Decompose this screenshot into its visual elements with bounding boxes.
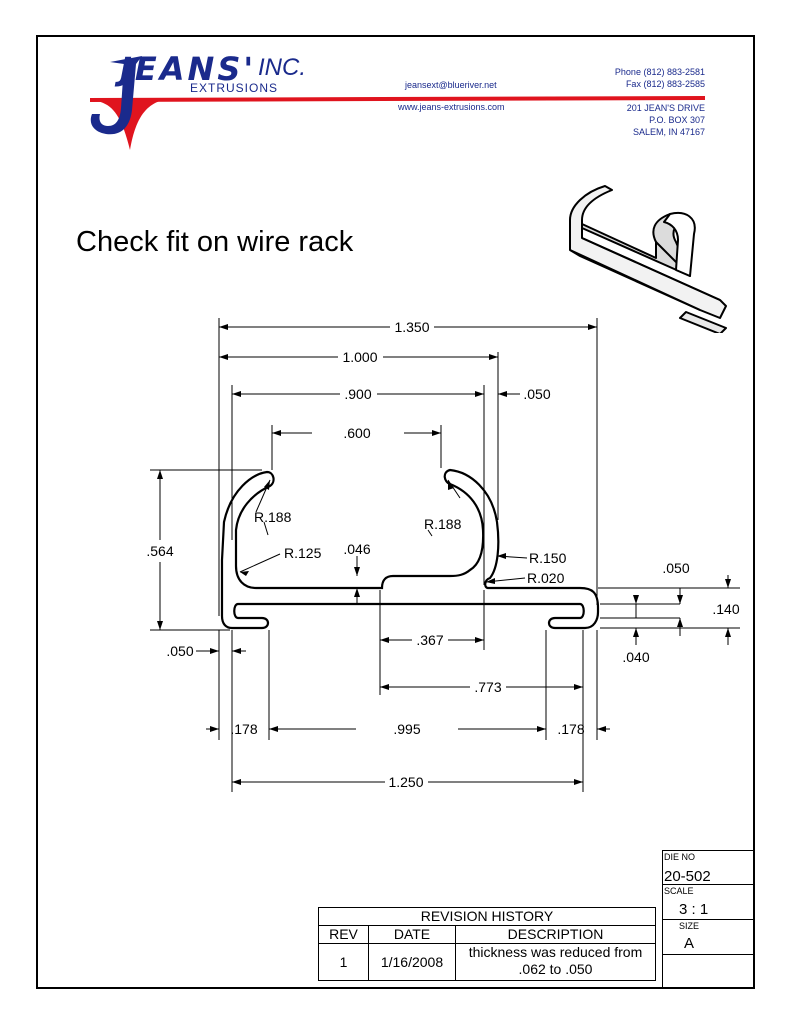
company-email[interactable]: jeansext@blueriver.net (405, 80, 497, 90)
isometric-view (569, 185, 727, 333)
row-description-line2: .062 to .050 (518, 961, 593, 977)
die-no-label: DIE NO (664, 852, 696, 862)
company-fax: Fax (812) 883-2585 (625, 79, 705, 89)
dim-r150: R.150 (529, 550, 567, 566)
dim-050-right: .050 (662, 560, 689, 576)
dim-1250: 1.250 (388, 774, 423, 790)
revision-history-title: REVISION HISTORY (420, 908, 554, 924)
dim-r188-right: R.188 (424, 516, 462, 532)
dim-050-top: .050 (523, 386, 550, 402)
empty-cell (662, 954, 755, 989)
dim-1350: 1.350 (394, 319, 429, 335)
company-suffix: INC. (258, 54, 306, 81)
dim-367: .367 (416, 632, 443, 648)
size-cell (662, 919, 755, 955)
company-phone: Phone (812) 883-2581 (614, 67, 705, 77)
logo-j-letter (90, 56, 142, 135)
dim-178-left: .178 (230, 721, 257, 737)
scale-label: SCALE (664, 886, 694, 896)
dim-900: .900 (344, 386, 371, 402)
dim-178-right: .178 (557, 721, 584, 737)
dim-1000: 1.000 (342, 349, 377, 365)
drawing-border (36, 35, 755, 989)
row-rev: 1 (339, 954, 348, 970)
row-description-line1: thickness was reduced from (468, 944, 643, 960)
profile-outline (220, 468, 600, 630)
dim-046: .046 (343, 541, 370, 557)
company-address-line3: SALEM, IN 47167 (632, 127, 705, 137)
drawing-note: Check fit on wire rack (76, 226, 354, 258)
dim-040: .040 (622, 649, 649, 665)
dim-600: .600 (343, 425, 370, 441)
company-address-line2: P.O. BOX 307 (649, 115, 705, 125)
company-website[interactable]: www.jeans-extrusions.com (398, 102, 505, 112)
dim-r020: R.020 (527, 570, 565, 586)
dim-140: .140 (712, 601, 739, 617)
size-label: SIZE (679, 921, 700, 931)
dim-995: .995 (393, 721, 420, 737)
header-date: DATE (393, 926, 431, 942)
logo-graphic (90, 56, 705, 150)
dim-564: .564 (146, 543, 173, 559)
header-rev: REV (329, 926, 358, 942)
company-address-line1: 201 JEAN'S DRIVE (626, 103, 705, 113)
dim-r125: R.125 (284, 545, 322, 561)
header-description: DESCRIPTION (507, 926, 604, 942)
dim-r188-left: R.188 (254, 509, 292, 525)
die-no-value: 20-502 (664, 868, 711, 885)
logo-red-stripe (90, 96, 705, 102)
company-division: EXTRUSIONS (190, 81, 279, 95)
dim-050-left: .050 (166, 643, 193, 659)
dim-773: .773 (474, 679, 501, 695)
row-date: 1/16/2008 (380, 954, 444, 970)
company-name: JEANS' (120, 50, 257, 88)
scale-value: 3 : 1 (679, 901, 709, 918)
size-value: A (684, 935, 695, 952)
